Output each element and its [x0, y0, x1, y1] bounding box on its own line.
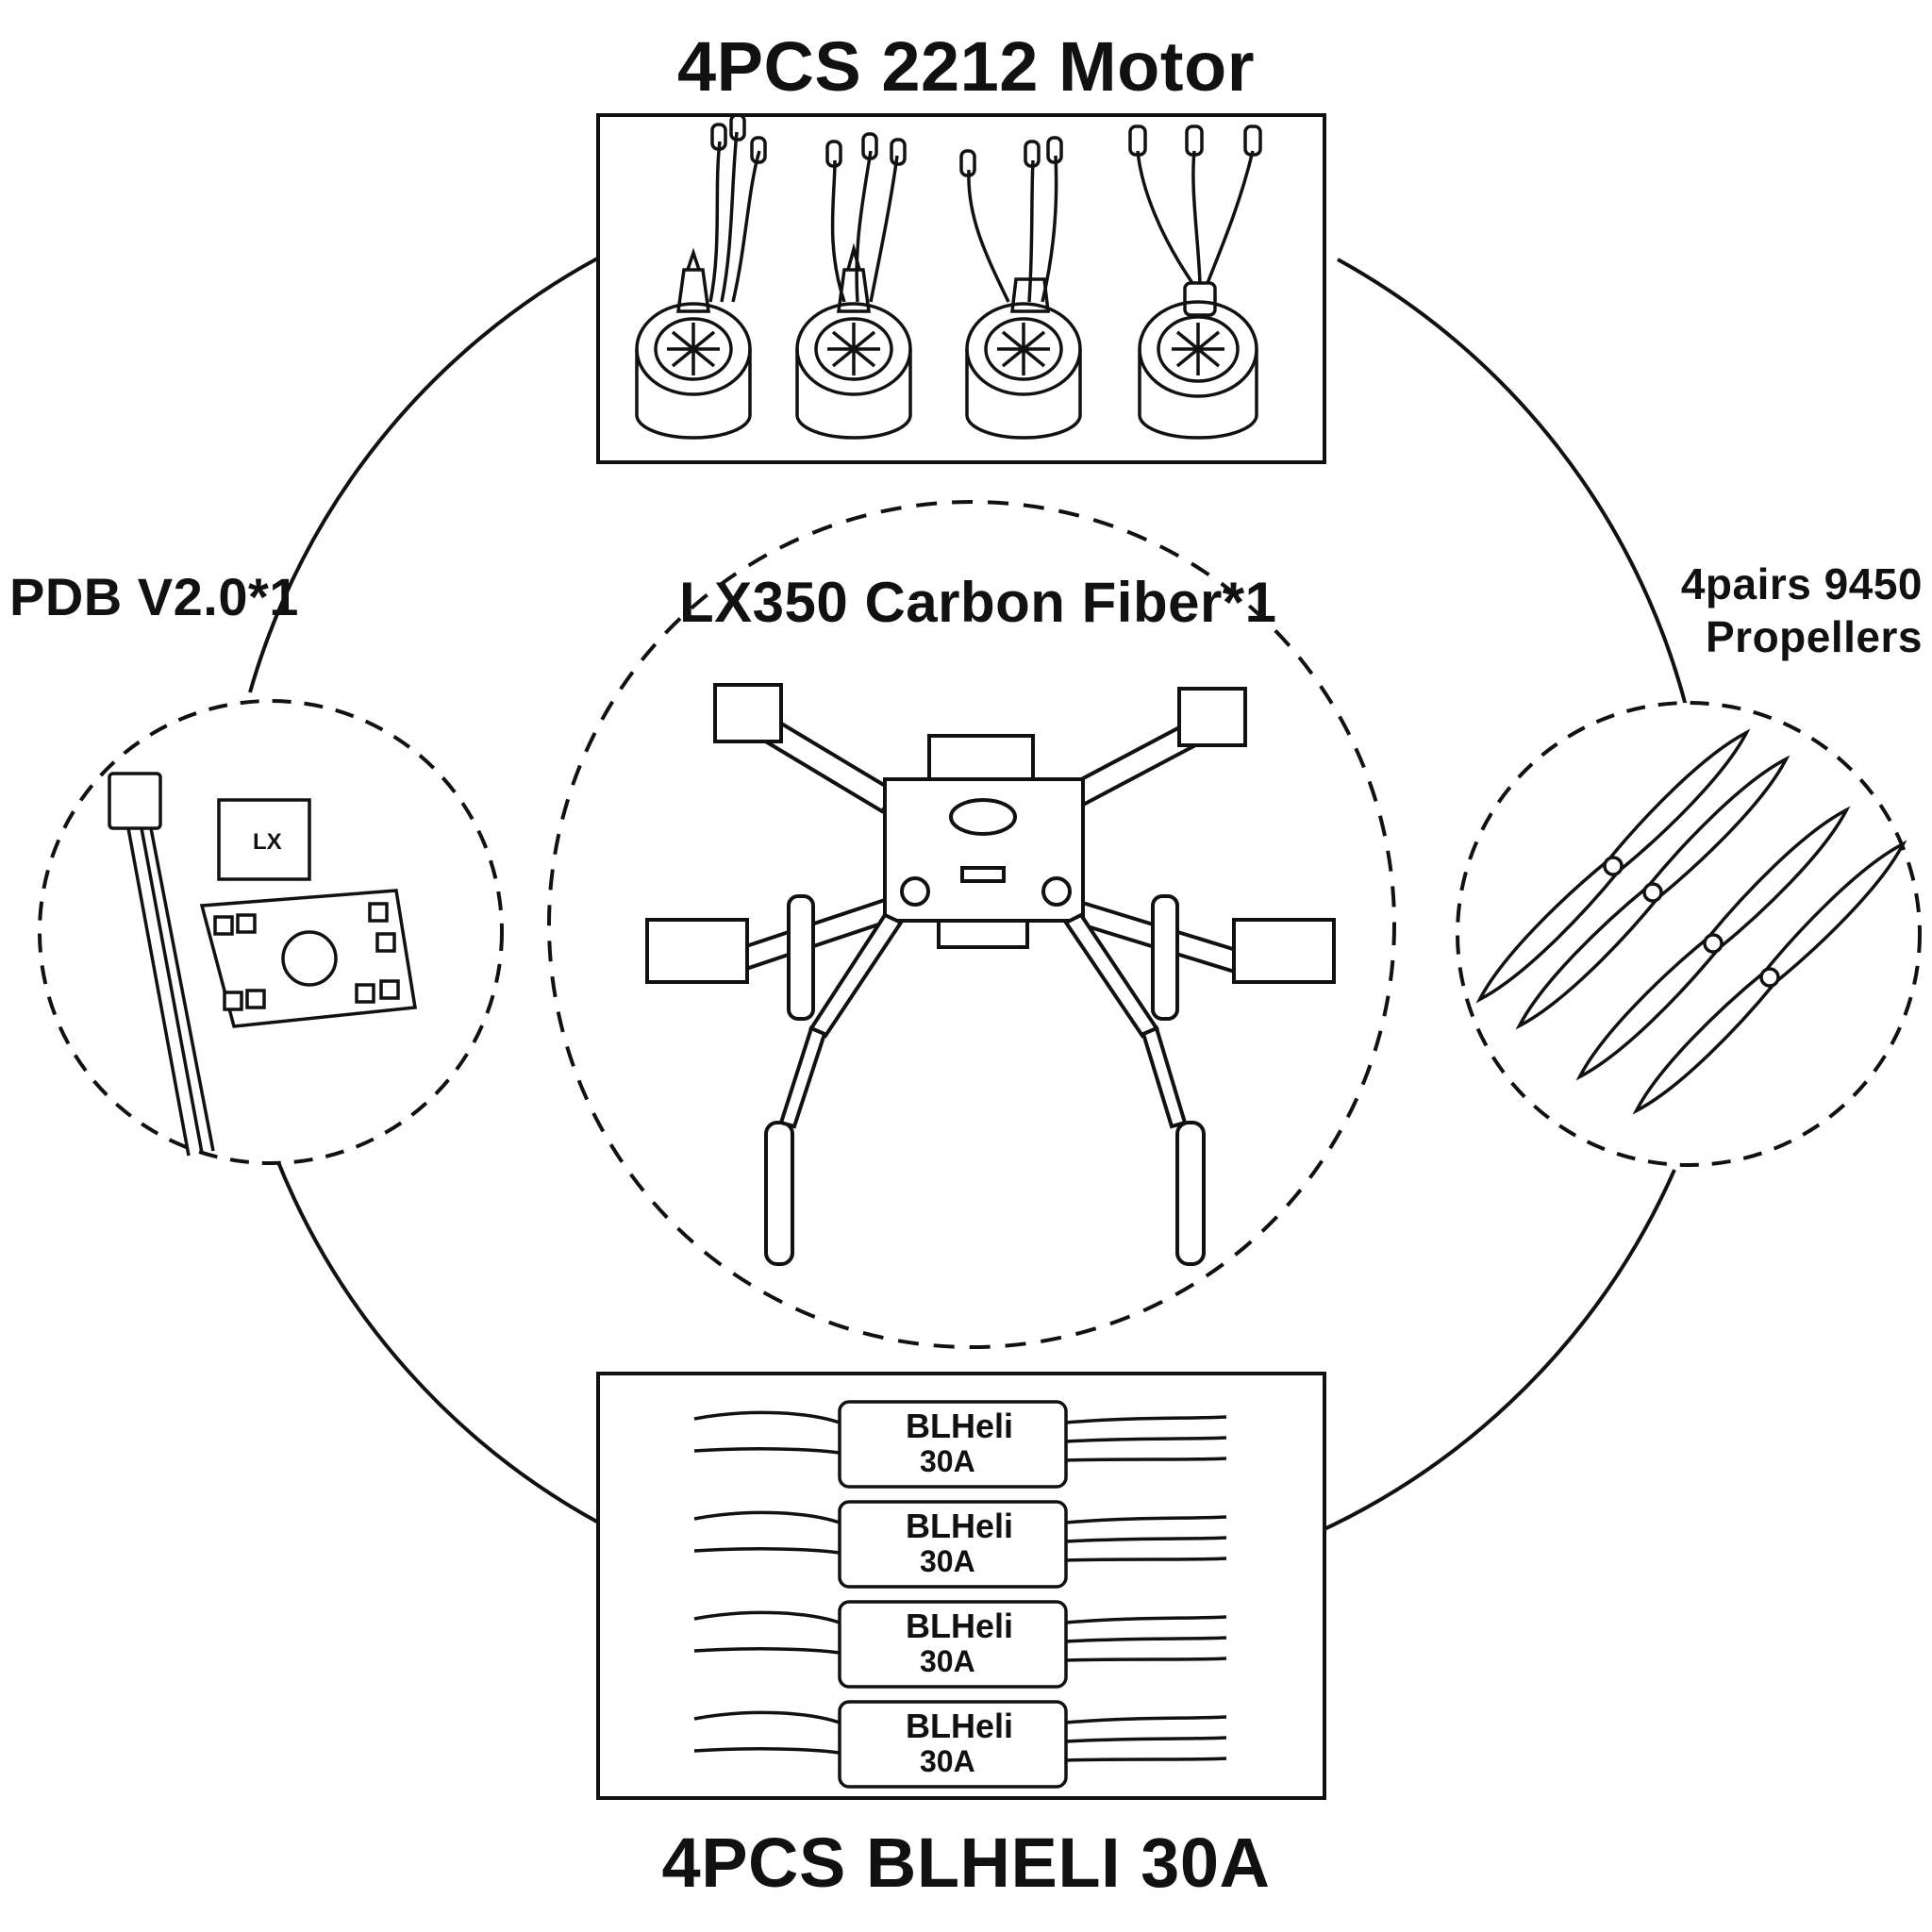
esc-print-rating: 30A: [920, 1444, 975, 1478]
motor-group: [635, 113, 1262, 440]
esc-body: [838, 1600, 1068, 1689]
esc-body: [838, 1400, 1068, 1489]
motor-3: [959, 136, 1082, 440]
esc-wires: [693, 1710, 1227, 1762]
esc-wires: [693, 1410, 1227, 1462]
esc-print-rating: 30A: [920, 1644, 975, 1678]
esc-print-brand: BLHeli: [906, 1507, 1013, 1545]
esc-print-rating: 30A: [920, 1544, 975, 1578]
propellers-title-line-1: 4pairs 9450: [1680, 559, 1923, 608]
leg-left-upper: [787, 894, 815, 1021]
motors-panel: [596, 113, 1326, 464]
pdb-small-module: [217, 798, 311, 881]
mount-rear-right: [1232, 918, 1336, 984]
propeller-4: [1632, 840, 1907, 1115]
pdb-xt-connector: [108, 772, 162, 830]
leg-right-foot: [1175, 1121, 1206, 1266]
quad-frame-drawing: [645, 683, 1336, 1266]
pdb-callout: LX: [38, 699, 504, 1165]
mount-front-right: [1177, 687, 1247, 747]
pdb-drawing: LX: [108, 772, 418, 1157]
frame-callout: [547, 500, 1396, 1349]
connecting-ring: [248, 255, 1689, 1540]
propellers-dashed-circle: [1456, 701, 1922, 1167]
esc-body: [838, 1700, 1068, 1789]
esc-print-brand: BLHeli: [906, 1407, 1013, 1445]
pdb-pads: [213, 902, 400, 1011]
propeller-3: [1575, 806, 1851, 1081]
bottom-plate: [937, 919, 1029, 949]
mount-rear-left: [645, 918, 749, 984]
esc-print-brand: BLHeli: [906, 1707, 1013, 1745]
leg-right-upper: [1151, 894, 1179, 1021]
propellers-callout: [1456, 701, 1922, 1167]
esc-print-rating: 30A: [920, 1744, 975, 1778]
esc-wires: [693, 1610, 1227, 1662]
propeller-drawings: [1475, 728, 1907, 1115]
pdb-wires: [126, 827, 215, 1157]
motor-1: [635, 113, 767, 440]
frame-title: LX350 Carbon Fiber*1: [679, 571, 1277, 634]
propellers-title-line-2: Propellers: [1706, 612, 1923, 661]
propeller-1: [1475, 728, 1751, 1004]
mount-front-left: [713, 683, 783, 743]
esc-print-brand: BLHeli: [906, 1607, 1013, 1645]
esc-wires: [693, 1510, 1227, 1562]
motors-title: 4PCS 2212 Motor: [676, 27, 1256, 106]
pdb-center-hole: [281, 930, 338, 987]
pdb-title: PDB V2.0*1: [9, 567, 299, 626]
leg-left-foot: [764, 1121, 794, 1266]
motor-4: [1128, 125, 1262, 440]
propeller-2: [1515, 755, 1790, 1030]
esc-title: 4PCS BLHELI 30A: [661, 1824, 1271, 1902]
pdb-small-module-print: LX: [253, 829, 282, 855]
motor-2: [795, 132, 912, 440]
esc-body: [838, 1500, 1068, 1589]
